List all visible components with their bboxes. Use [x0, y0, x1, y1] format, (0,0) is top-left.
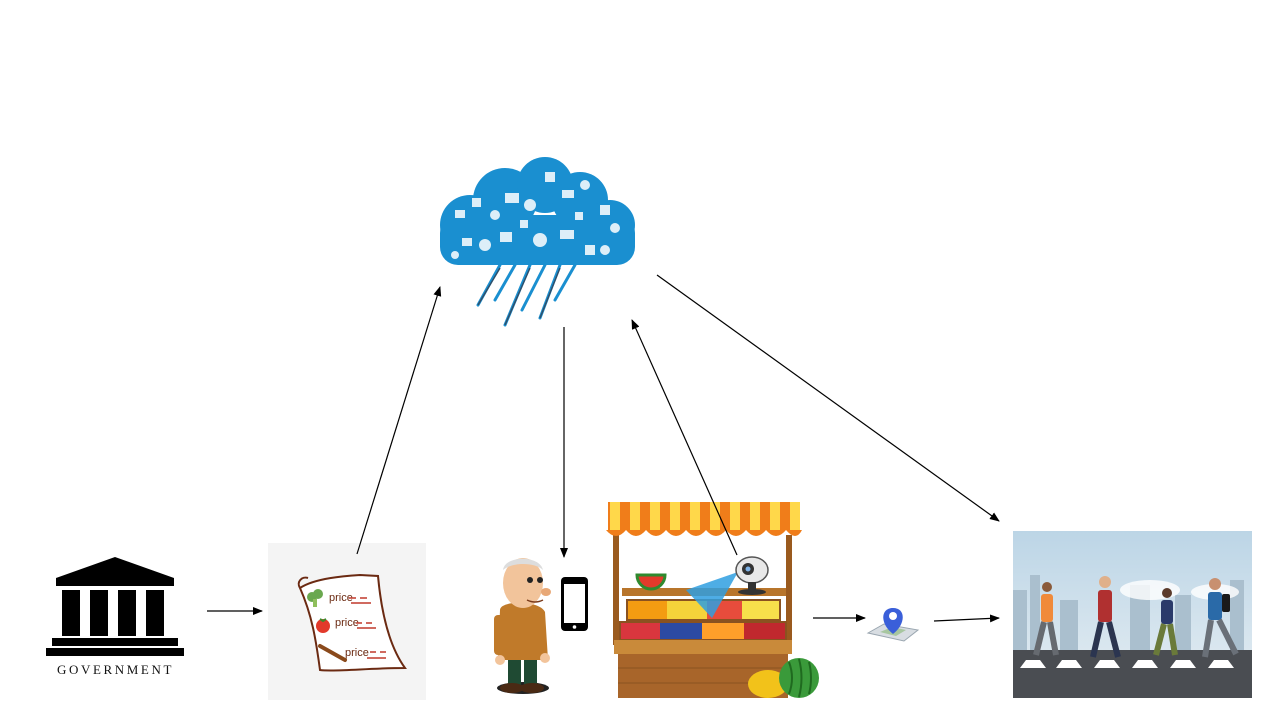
arrow-pricelist-to-cloud	[356, 286, 442, 555]
arrow-cloud-to-pedestrians	[656, 274, 1000, 522]
government-label: GOVERNMENT	[57, 662, 174, 677]
government-building-icon	[46, 557, 184, 656]
camera-icon	[686, 556, 769, 618]
flow-arrows	[207, 274, 1000, 623]
cloud-data-icon	[440, 157, 635, 327]
price-label-2: price	[335, 617, 359, 629]
pedestrians-icon	[1013, 531, 1252, 698]
arrow-location-to-pedestrians	[933, 614, 1000, 623]
price-label-1: price	[329, 592, 353, 604]
arrow-camera-to-cloud	[631, 319, 738, 556]
price-label-3: price	[345, 647, 369, 659]
location-pin-icon	[866, 608, 920, 642]
price-list-icon: price price price	[268, 543, 426, 700]
farmer-icon	[494, 558, 551, 694]
market-stall-icon	[606, 502, 819, 698]
smartphone-icon	[561, 577, 588, 631]
